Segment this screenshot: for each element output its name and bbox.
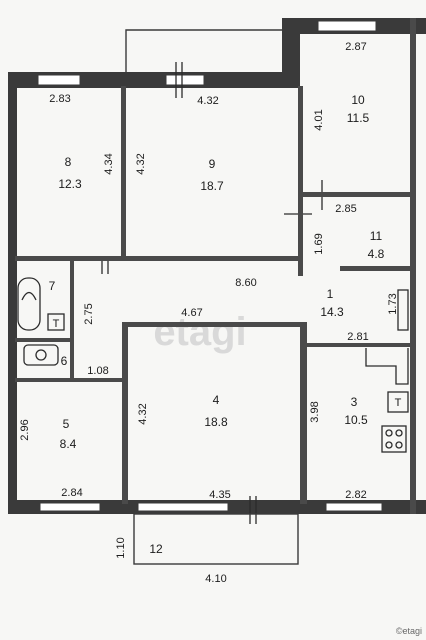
top-balcony xyxy=(125,29,288,78)
dim-8-60: 8.60 xyxy=(235,277,256,289)
dim-2-84: 2.84 xyxy=(61,487,82,499)
windows xyxy=(37,20,383,512)
stove-fixture xyxy=(381,425,407,453)
dim-2-81: 2.81 xyxy=(347,331,368,343)
dim-2-83: 2.83 xyxy=(49,93,70,105)
dim-4-10: 4.10 xyxy=(205,573,226,585)
room-7-number: 7 xyxy=(49,279,56,293)
dim-4-01: 4.01 xyxy=(313,109,325,130)
dim-4-35: 4.35 xyxy=(209,489,230,501)
room-8-number: 8 xyxy=(65,155,72,169)
room-11-area: 4.8 xyxy=(368,247,385,261)
room-9-number: 9 xyxy=(209,157,216,171)
dim-4-32-r4: 4.32 xyxy=(137,403,149,424)
room-8-area: 12.3 xyxy=(58,177,82,191)
kitchen-sink-letter: T xyxy=(395,397,402,409)
room-3-area: 10.5 xyxy=(344,413,368,427)
dim-4-34: 4.34 xyxy=(103,153,115,174)
room-1-area: 14.3 xyxy=(320,305,344,319)
room-4-area: 18.8 xyxy=(204,415,228,429)
dimension-labels: 2.87 2.83 4.32 2.85 8.60 4.67 2.81 1.08 … xyxy=(19,41,399,585)
vent-duct xyxy=(365,348,409,385)
room-12-number: 12 xyxy=(149,542,163,556)
bathtub-fixture xyxy=(17,277,41,331)
room-10-number: 10 xyxy=(351,93,365,107)
corridor-niche xyxy=(397,289,409,331)
room-3-number: 3 xyxy=(351,395,358,409)
dim-4-67: 4.67 xyxy=(181,307,202,319)
room-5-number: 5 xyxy=(63,417,70,431)
dim-3-98: 3.98 xyxy=(309,401,321,422)
dim-1-69: 1.69 xyxy=(313,233,325,254)
room-labels: 8 12.3 9 18.7 10 11.5 11 4.8 1 14.3 7 6 … xyxy=(49,93,385,556)
kitchen-sink-fixture: T xyxy=(387,391,409,413)
room-5-area: 8.4 xyxy=(60,437,77,451)
room-11-number: 11 xyxy=(370,229,383,243)
dim-4-32-r9: 4.32 xyxy=(135,153,147,174)
dim-2-87: 2.87 xyxy=(345,41,366,53)
washbasin-fixture: T xyxy=(47,313,65,331)
watermark-text: etagi xyxy=(153,310,246,354)
room-9-area: 18.7 xyxy=(200,179,224,193)
washbasin-letter: T xyxy=(53,318,60,330)
window-ticks xyxy=(101,62,323,524)
dim-2-75: 2.75 xyxy=(83,303,95,324)
dim-2-85: 2.85 xyxy=(335,203,356,215)
dim-1-10: 1.10 xyxy=(115,537,127,558)
bottom-balcony xyxy=(133,513,299,565)
dim-2-96: 2.96 xyxy=(19,419,31,440)
room-1-number: 1 xyxy=(327,287,334,301)
dim-1-08: 1.08 xyxy=(87,365,108,377)
room-4-number: 4 xyxy=(213,393,220,407)
dim-2-82: 2.82 xyxy=(345,489,366,501)
toilet-fixture xyxy=(23,344,59,366)
room-6-number: 6 xyxy=(61,354,68,368)
source-watermark: ©etagi xyxy=(396,626,422,636)
interior-walls xyxy=(15,86,412,504)
dim-4-32-top: 4.32 xyxy=(197,95,218,107)
dim-1-73: 1.73 xyxy=(387,293,399,314)
room-10-area: 11.5 xyxy=(347,111,370,125)
